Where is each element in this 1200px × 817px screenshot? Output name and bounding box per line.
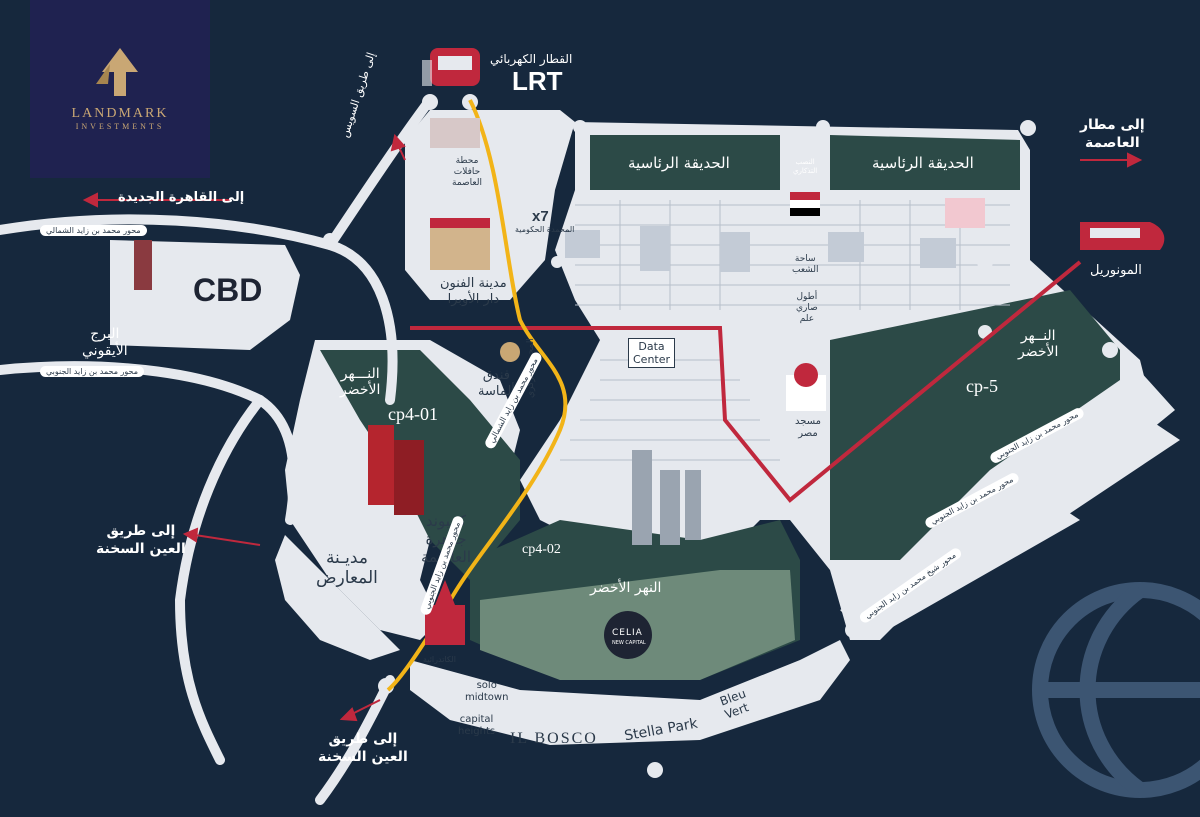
cathedral-icon bbox=[425, 580, 465, 645]
lrt-train-icon bbox=[422, 48, 480, 86]
expo-city-label: مديـنة المعارض bbox=[316, 548, 378, 588]
green-river-east bbox=[830, 290, 1120, 560]
almasa-hotel-icon bbox=[500, 342, 520, 362]
zone-cp402-label: cp4-02 bbox=[522, 542, 561, 557]
direction-arrows bbox=[82, 133, 1143, 722]
to-airport-label: إلى مطار العاصمة bbox=[1080, 117, 1145, 151]
arts-city-label: مدينة الفنون دار الأوبرا bbox=[440, 276, 507, 307]
egypt-flag-icon bbox=[790, 192, 820, 200]
cbd-label: CBD bbox=[193, 272, 263, 308]
ministries-label: المحمدة الحكومية bbox=[515, 225, 575, 234]
monorail-label: المونوريل bbox=[1090, 263, 1142, 278]
landmark-logo-icon bbox=[96, 48, 138, 96]
to-sokhna-mid-label: إلى طريق العين السخنة bbox=[96, 523, 186, 557]
central-business-towers bbox=[632, 450, 701, 545]
solo-midtown-label: solo midtown bbox=[465, 680, 509, 703]
bus-station-icon bbox=[430, 118, 480, 148]
south-arc-blocks bbox=[410, 640, 850, 745]
to-new-cairo-label: إلى القاهرة الجديدة bbox=[118, 190, 245, 205]
x7-label: x7 bbox=[532, 208, 549, 225]
almasa-hotel-label: فندق ألماسة bbox=[478, 368, 515, 399]
lrt-label: LRT bbox=[512, 66, 563, 96]
to-sokhna-bottom-label: إلى طريق العين السخنة bbox=[318, 731, 408, 765]
expo-block bbox=[275, 535, 400, 660]
celia-logo bbox=[604, 611, 652, 659]
cbd-block bbox=[110, 240, 300, 350]
arts-city-icon bbox=[430, 218, 490, 270]
il-bosco-label: IL BOSCO bbox=[510, 730, 598, 747]
zone-cp5-label: cp-5 bbox=[966, 376, 998, 396]
misr-mosque-label: مسجد مصر bbox=[795, 416, 821, 439]
memorial-label: النصب التذكاري bbox=[793, 158, 818, 175]
monorail-train-icon bbox=[1080, 222, 1165, 250]
misr-mosque-icon bbox=[786, 363, 826, 411]
roads bbox=[0, 95, 435, 805]
bus-station-label: محطة حافلات العاصمة bbox=[452, 156, 482, 188]
zone-cp401-label: cp4-01 bbox=[388, 404, 438, 424]
lrt-arabic-label: القطار الكهربائي bbox=[490, 52, 573, 66]
brand-sub: INVESTMENTS bbox=[75, 122, 165, 131]
road-mbz-north-pill: محور محمد بن زايد الشمالي bbox=[40, 225, 147, 236]
brand-name: LANDMARK bbox=[71, 106, 169, 121]
brand-logo: LANDMARK INVESTMENTS bbox=[30, 0, 210, 178]
cathedral-label: الكاتدرائية bbox=[423, 655, 456, 664]
flag-pole-label: أطول صاري علم bbox=[796, 292, 818, 324]
green-river-center-label: النهر الأخضر bbox=[590, 580, 662, 596]
capital-gem-towers bbox=[368, 425, 424, 515]
government-buildings bbox=[565, 198, 985, 272]
data-center-label: Data Center bbox=[628, 338, 676, 368]
flag-square-label: ساحة الشعب bbox=[792, 254, 819, 275]
east-block-1 bbox=[1000, 360, 1175, 520]
green-river-right-label: النــهر الأخضر bbox=[1018, 328, 1059, 360]
celia-label: CELIA bbox=[612, 628, 643, 638]
iconic-tower-icon bbox=[134, 240, 152, 290]
iconic-tower-label: البرج الأيقوني bbox=[82, 326, 128, 359]
presidential-park-right bbox=[830, 135, 1020, 190]
celia-sub-label: NEW CAPITAL bbox=[612, 640, 646, 646]
presidential-park-left bbox=[590, 135, 780, 190]
presidential-park-label-1: الحديقة الرئاسية bbox=[628, 154, 730, 172]
presidential-park-label-2: الحديقة الرئاسية bbox=[872, 154, 974, 172]
capital-heights-label: capital heights bbox=[458, 714, 496, 737]
green-river-left-label: النـــهر الأخضر bbox=[340, 366, 381, 398]
road-mbz-south-pill: محور محمد بن زايد الجنوبي bbox=[40, 366, 144, 377]
monorail-line bbox=[410, 260, 1082, 503]
east-block-3 bbox=[840, 500, 1080, 640]
globe-icon bbox=[1032, 582, 1200, 798]
